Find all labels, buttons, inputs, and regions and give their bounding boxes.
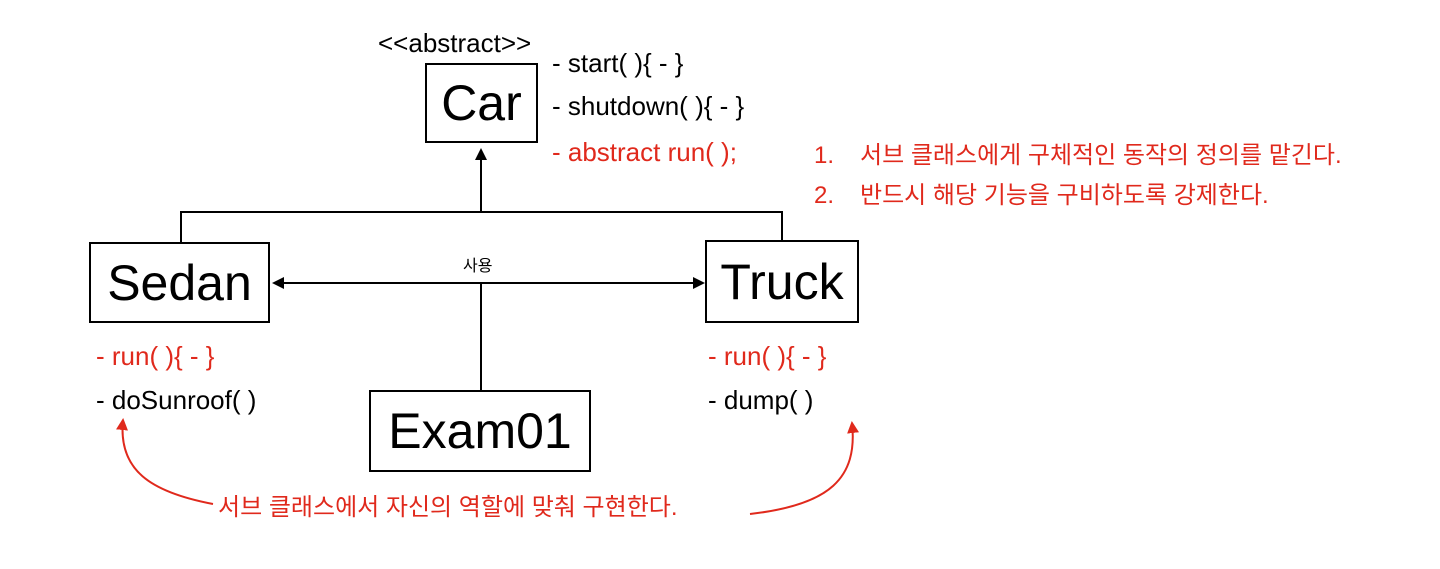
red-curve-left	[116, 418, 214, 505]
red-curve-right	[749, 421, 860, 515]
abstract-note-2: 2. 반드시 해당 기능을 구비하도록 강제한다.	[814, 182, 1269, 210]
inheritance-line	[180, 211, 783, 242]
abstract-note-1-text: 서브 클래스에게 구체적인 동작의 정의를 맡긴다.	[860, 142, 1342, 169]
car-method-shutdown: - shutdown( ){ - }	[552, 91, 745, 121]
uses-label: 사용	[461, 258, 495, 276]
abstract-note-1: 1. 서브 클래스에게 구체적인 동작의 정의를 맡긴다.	[814, 142, 1342, 170]
car-class-box[interactable]: Car	[425, 63, 538, 143]
sedan-method-dosunroof: - doSunroof( )	[96, 385, 257, 415]
exam01-class-box[interactable]: Exam01	[369, 390, 591, 472]
truck-method-dump: - dump( )	[708, 385, 814, 415]
abstract-note-1-number: 1.	[814, 142, 835, 169]
sedan-method-run: - run( ){ - }	[96, 341, 215, 371]
bottom-note: 서브 클래스에서 자신의 역할에 맞춰 구현한다.	[218, 494, 678, 521]
truck-class-box[interactable]: Truck	[705, 240, 859, 323]
abstract-note-2-text: 반드시 해당 기능을 구비하도록 강제한다.	[860, 182, 1269, 209]
truck-class-name: Truck	[720, 253, 844, 310]
sedan-class-name: Sedan	[107, 254, 252, 311]
sedan-class-box[interactable]: Sedan	[89, 242, 270, 323]
abstract-note-2-number: 2.	[814, 182, 835, 209]
exam01-class-name: Exam01	[388, 403, 572, 459]
abstract-stereotype: <<abstract>>	[378, 28, 532, 58]
car-method-abstract-run: - abstract run( );	[552, 137, 737, 167]
truck-method-run: - run( ){ - }	[708, 341, 827, 371]
car-class-name: Car	[441, 75, 522, 131]
car-method-start: - start( ){ - }	[552, 48, 684, 78]
